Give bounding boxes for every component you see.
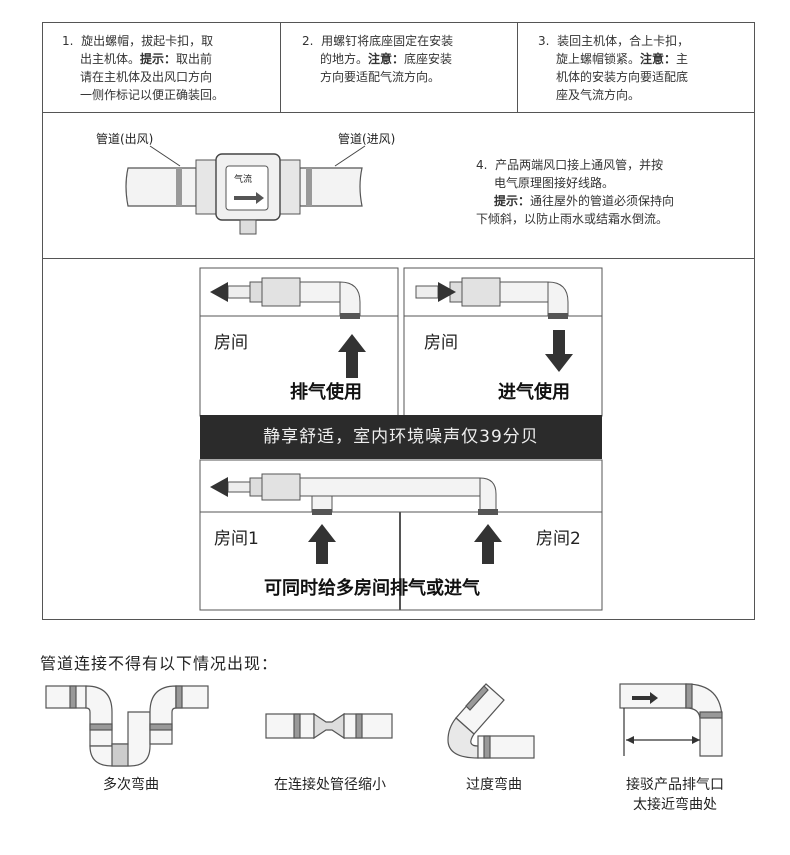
room-label-exhaust: 房间 — [214, 333, 248, 353]
intake-down-arrow-icon — [545, 330, 573, 372]
diameter-reduction-illustration — [265, 712, 393, 740]
divider-col2 — [517, 22, 518, 112]
flow-arrow-icon — [632, 692, 658, 704]
step-1-line2: 出主机体。 — [80, 52, 141, 66]
close-elbow-illustration — [619, 683, 723, 757]
label-pipe-inlet: 管道(进风) — [338, 132, 396, 146]
noise-banner: 静享舒适，室内环境噪声仅39分贝 — [200, 415, 602, 459]
step-4-line2: 电气原理图接好线路。 — [494, 176, 615, 190]
step-2-line3: 方向要适配气流方向。 — [320, 70, 441, 84]
pipe-outlet-band — [176, 168, 182, 206]
step-3-line2: 旋上螺帽锁紧。 — [556, 52, 641, 66]
room-label-1: 房间1 — [214, 529, 259, 549]
bad-caption-diameter-reduction: 在连接处管径缩小 — [274, 777, 386, 793]
step-2-line1: 用螺钉将底座固定在安装 — [321, 34, 454, 48]
room2-up-arrow-icon — [474, 524, 502, 564]
step-3: 3. 装回主机体，合上卡扣， 旋上螺帽锁紧。注意：主 机体的安装方向要适配底 座… — [538, 32, 750, 104]
step-3-number: 3. — [538, 34, 550, 48]
step-1-line1: 旋出螺帽，拔起卡扣，取 — [81, 34, 214, 48]
step-2-line2: 的地方。 — [320, 52, 369, 66]
caption-exhaust: 排气使用 — [290, 382, 362, 403]
step-2-number: 2. — [302, 34, 314, 48]
bad-caption-excessive-bend: 过度弯曲 — [466, 777, 522, 793]
multiple-bends-illustration — [45, 685, 209, 767]
caption-multi-room: 可同时给多房间排气或进气 — [264, 578, 480, 599]
step-1-number: 1. — [62, 34, 74, 48]
pipe-inlet — [299, 167, 363, 207]
step-1: 1. 旋出螺帽，拔起卡扣，取 出主机体。提示：取出前 请在主机体及出风口方向 一… — [62, 32, 272, 104]
instruction-frame — [42, 22, 755, 620]
leader-line-outlet — [149, 145, 181, 167]
step-3-note-label: 注意： — [640, 52, 677, 66]
room-label-intake: 房间 — [424, 333, 458, 353]
step-4-line1: 产品两端风口接上通风管，并按 — [495, 158, 664, 172]
room-label-2: 房间2 — [536, 529, 581, 549]
step-1-tip-label: 提示： — [140, 52, 177, 66]
divider-col1 — [280, 22, 281, 112]
bad-caption-exhaust-outlet: 接驳产品排气口 — [626, 777, 724, 793]
leader-line-inlet — [334, 145, 366, 167]
step-4: 4. 产品两端风口接上通风管，并按 电气原理图接好线路。 提示：通往屋外的管道必… — [476, 156, 746, 228]
step-4-number: 4. — [476, 158, 488, 172]
inline-fan-illustration — [125, 145, 366, 235]
step-4-line3b: 通往屋外的管道必须保持向 — [530, 194, 675, 208]
bad-caption-near-elbow: 太接近弯曲处 — [633, 797, 717, 813]
bad-caption-multiple-bends: 多次弯曲 — [103, 777, 159, 793]
step-2-line2b: 底座安装 — [404, 52, 453, 66]
label-pipe-outlet: 管道(出风) — [96, 132, 154, 146]
step-3-line3: 机体的安装方向要适配底 — [556, 70, 689, 84]
step-2-note-label: 注意： — [368, 52, 405, 66]
fan-cable-gland — [239, 219, 257, 235]
step-4-line4: 下倾斜，以防止雨水或结霜水倒流。 — [476, 212, 669, 226]
multi-room-duct — [210, 473, 498, 515]
usage-diagrams — [199, 267, 603, 611]
room1-up-arrow-icon — [308, 524, 336, 564]
pipe-inlet-band — [306, 168, 312, 206]
step-1-line4: 一侧作标记以便正确装回。 — [80, 88, 225, 102]
divider-row2 — [42, 258, 755, 259]
step-1-line3: 请在主机体及出风口方向 — [80, 70, 213, 84]
step-3-line1: 装回主机体，合上卡扣， — [557, 34, 690, 48]
intake-duct — [415, 277, 569, 319]
step-4-tip-label: 提示： — [494, 194, 531, 208]
bad-connection-title: 管道连接不得有以下情况出现： — [40, 654, 279, 673]
divider-row1 — [42, 112, 755, 113]
fan-airflow-mark: 气流 — [234, 175, 253, 185]
step-2: 2. 用螺钉将底座固定在安装 的地方。注意：底座安装 方向要适配气流方向。 — [302, 32, 512, 86]
step-3-line4: 座及气流方向。 — [556, 88, 641, 102]
excessive-bend-illustration — [447, 683, 535, 759]
exhaust-duct — [210, 277, 361, 319]
exhaust-up-arrow-icon — [338, 334, 366, 378]
step-1-line2b: 取出前 — [176, 52, 213, 66]
caption-intake: 进气使用 — [498, 382, 570, 403]
step-3-line2b: 主 — [676, 52, 689, 66]
airflow-arrow-icon — [234, 192, 264, 204]
